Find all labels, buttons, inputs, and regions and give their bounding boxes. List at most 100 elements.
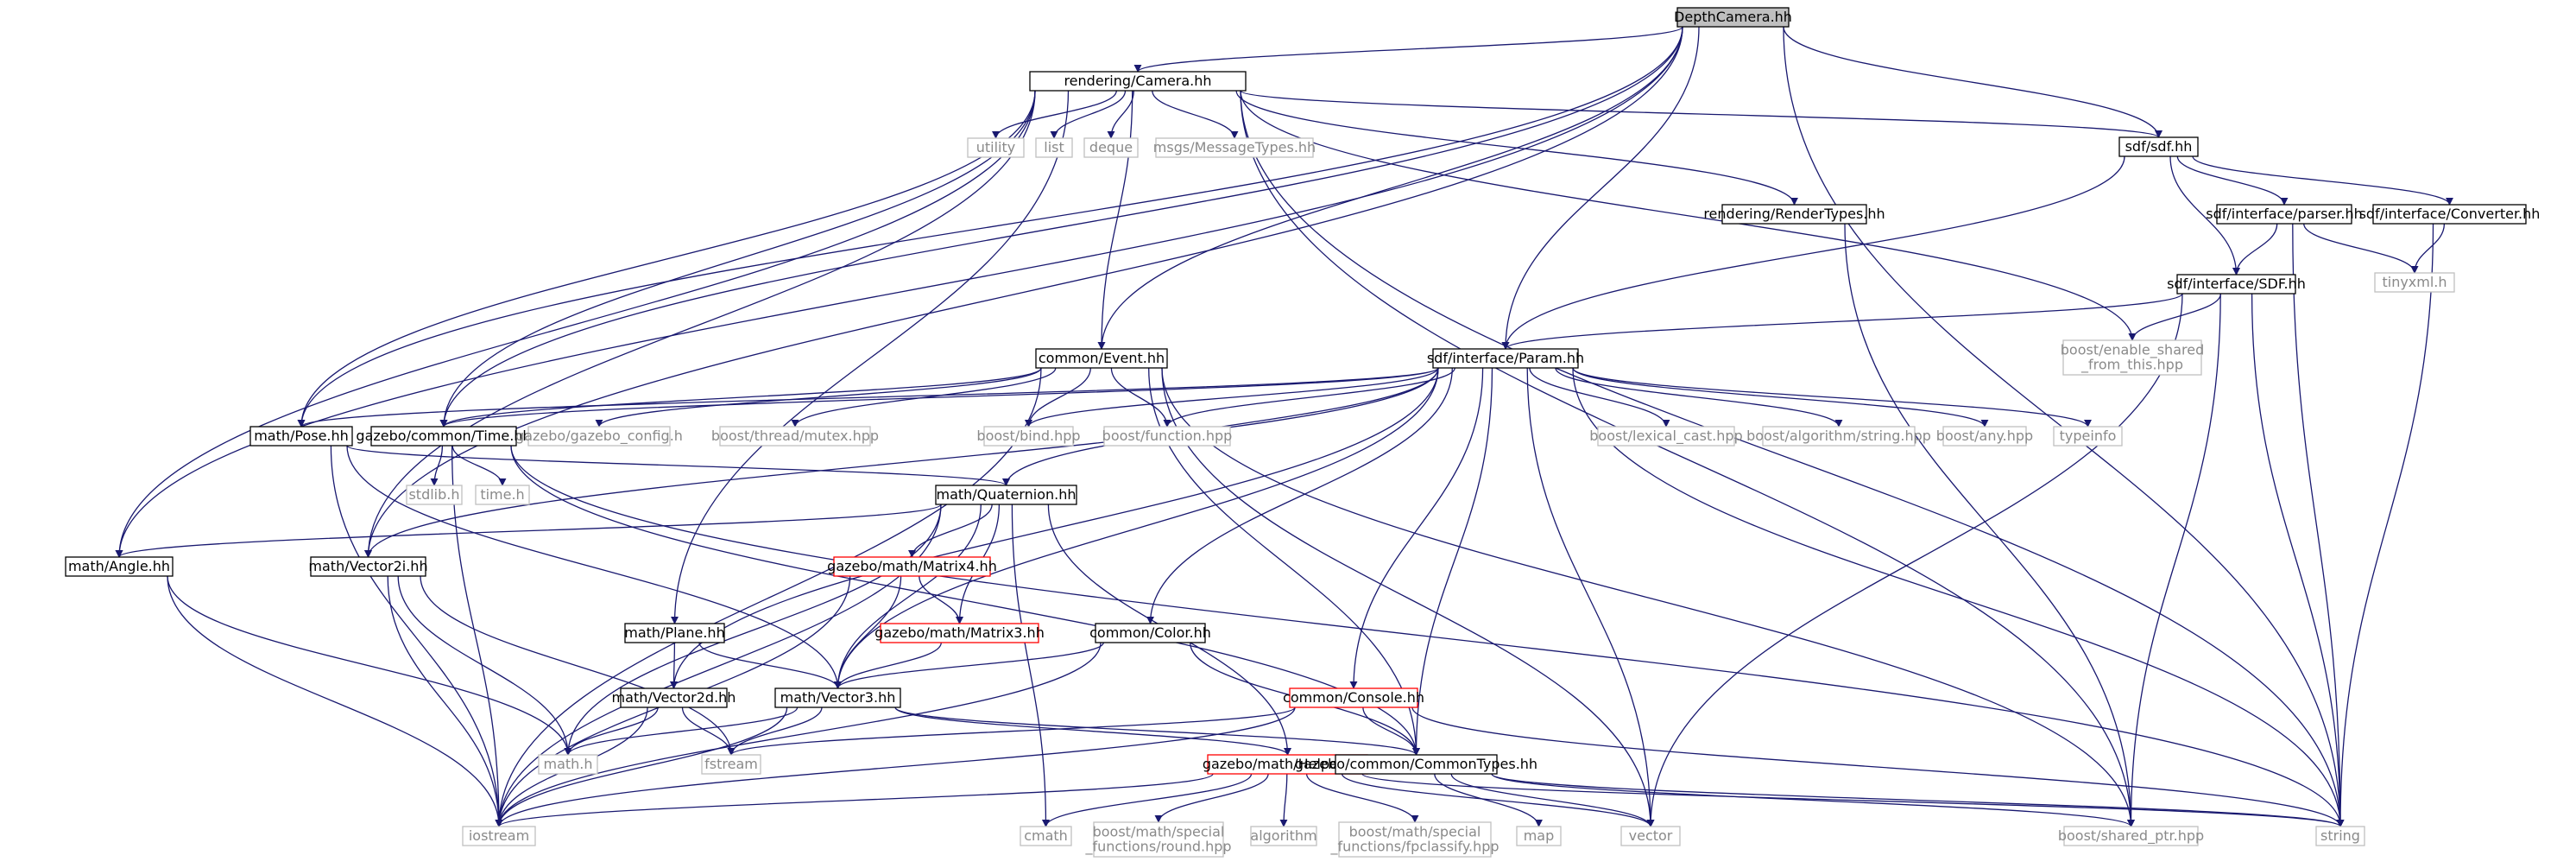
node-vec3[interactable]: math/Vector3.hh (774, 687, 901, 708)
node-pose[interactable]: math/Pose.hh (249, 426, 353, 447)
node-function-label: boost/function.hpp (1102, 428, 1233, 444)
node-msgtypes-label: msgs/MessageTypes.hh (1153, 139, 1316, 155)
node-mathh: math.h (538, 754, 598, 775)
edge-time-to-string (510, 445, 2345, 827)
node-converter[interactable]: sdf/interface/Converter.hh (2359, 204, 2541, 225)
node-vector: vector (1620, 826, 1681, 846)
node-fpclassify: boost/math/special_functions/fpclassify.… (1329, 821, 1500, 858)
edge-angle-to-mathh (167, 575, 572, 756)
node-list-label: list (1044, 139, 1064, 155)
node-root-box (1676, 7, 1790, 28)
node-bind-label: boost/bind.hpp (976, 428, 1080, 444)
edge-camera-to-event (1097, 90, 1133, 350)
node-iostream-box (462, 826, 536, 846)
edge-converter-to-tinyxml (2410, 223, 2446, 274)
node-cmath-label: cmath (1024, 827, 1068, 844)
node-timeh-box (475, 485, 530, 505)
edge-root-to-angle (115, 26, 1683, 558)
node-root[interactable]: DepthCamera.hh (1674, 7, 1792, 28)
node-time[interactable]: gazebo/common/Time.hh (356, 426, 532, 447)
node-param[interactable]: sdf/interface/Param.hh (1427, 348, 1584, 369)
node-vec2d[interactable]: math/Vector2d.hh (612, 687, 736, 708)
edge-quat-to-matrix4 (907, 504, 993, 558)
edge-camera-to-sharedptr (1240, 90, 2136, 827)
node-quat-box (935, 485, 1077, 505)
node-sdfhh[interactable]: sdf/sdf.hh (2118, 136, 2199, 157)
node-sdfSDF-box (2176, 274, 2296, 295)
node-event[interactable]: common/Event.hh (1035, 348, 1168, 369)
edge-param-to-algstring (1555, 367, 1843, 428)
edge-pose-to-quat (346, 445, 1010, 486)
node-time-box (370, 426, 517, 447)
node-any: boost/any.hpp (1936, 426, 2033, 447)
node-parser[interactable]: sdf/interface/parser.hh (2206, 204, 2363, 225)
node-vector-label: vector (1629, 827, 1673, 844)
node-tinyxml: tinyxml.h (2374, 272, 2455, 293)
node-matrix3-box (880, 623, 1039, 643)
node-commontypes[interactable]: gazebo/common/CommonTypes.hh (1295, 754, 1537, 775)
node-vec3-label: math/Vector3.hh (780, 689, 896, 706)
edge-sdfSDF-to-param (1501, 293, 2183, 350)
node-algstring-box (1762, 426, 1916, 447)
node-stdlib-label: stdlib.h (408, 486, 459, 503)
node-plane[interactable]: math/Plane.hh (624, 623, 725, 643)
node-any-box (1942, 426, 2027, 447)
node-algorithm: algorithm (1250, 826, 1317, 846)
node-matrix3-label: gazebo/math/Matrix3.hh (874, 624, 1045, 641)
node-vec2d-label: math/Vector2d.hh (612, 689, 736, 706)
edge-vec2i-to-mathh (397, 575, 572, 756)
node-camera[interactable]: rendering/Camera.hh (1029, 71, 1247, 92)
node-helpers-label: gazebo/math/Helpers.hh (1203, 756, 1373, 772)
edge-vec2i-to-iostream (387, 575, 503, 827)
node-algstring-label: boost/algorithm/string.hpp (1746, 428, 1931, 444)
edge-root-to-param (1501, 26, 1700, 350)
node-matrix3[interactable]: gazebo/math/Matrix3.hh (874, 623, 1045, 643)
node-timeh: time.h (475, 485, 530, 505)
node-color-box (1095, 623, 1206, 643)
edge-console-to-iostream (495, 706, 1296, 827)
node-stdlib: stdlib.h (406, 485, 463, 505)
node-gzconfig-label: gazebo/gazebo_config.h (515, 428, 683, 445)
node-matrix4[interactable]: gazebo/math/Matrix4.hh (827, 556, 997, 577)
edge-param-to-vector (1526, 367, 1655, 827)
edge-root-to-sdfhh (1783, 26, 2162, 138)
node-angle[interactable]: math/Angle.hh (65, 556, 174, 577)
node-list: list (1035, 137, 1073, 158)
node-deque-label: deque (1089, 139, 1133, 155)
edge-commontypes-to-vector (1450, 773, 1655, 827)
edge-matrix4-to-matrix3 (919, 575, 964, 624)
node-enableshared-label: boost/enable_shared_from_this.hpp (2061, 342, 2204, 374)
node-console[interactable]: common/Console.hh (1283, 687, 1424, 708)
edge-vec3-to-fstream (727, 706, 823, 756)
node-sdfhh-label: sdf/sdf.hh (2125, 138, 2193, 155)
node-bind: boost/bind.hpp (976, 426, 1081, 447)
node-helpers[interactable]: gazebo/math/Helpers.hh (1203, 754, 1373, 775)
node-timeh-label: time.h (480, 486, 524, 503)
node-console-label: common/Console.hh (1283, 689, 1424, 706)
node-cmath: cmath (1020, 826, 1072, 846)
node-rendertypes[interactable]: rendering/RenderTypes.hh (1703, 204, 1885, 225)
node-matrix4-label: gazebo/math/Matrix4.hh (827, 558, 997, 574)
node-tinyxml-box (2374, 272, 2455, 293)
node-rendertypes-label: rendering/RenderTypes.hh (1703, 206, 1885, 222)
node-quat[interactable]: math/Quaternion.hh (935, 485, 1077, 505)
node-string: string (2315, 826, 2365, 846)
node-time-label: gazebo/common/Time.hh (356, 428, 531, 444)
node-lexical: boost/lexical_cast.hpp (1589, 426, 1743, 447)
edge-event-to-gzconfig (595, 367, 1042, 428)
node-sharedptr-box (2063, 826, 2199, 846)
node-sdfSDF-label: sdf/interface/SDF.hh (2167, 276, 2306, 292)
edge-pose-to-iostream (330, 445, 503, 827)
node-sharedptr-label: boost/shared_ptr.hpp (2058, 827, 2204, 845)
node-color[interactable]: common/Color.hh (1089, 623, 1211, 643)
node-sdfSDF[interactable]: sdf/interface/SDF.hh (2167, 274, 2306, 295)
node-angle-box (65, 556, 174, 577)
edge-param-to-pose (297, 367, 1439, 428)
edge-layer (115, 26, 2453, 827)
node-mutex-label: boost/thread/mutex.hpp (711, 428, 879, 444)
node-param-label: sdf/interface/Param.hh (1427, 350, 1584, 366)
node-event-label: common/Event.hh (1039, 350, 1165, 366)
node-vec2i[interactable]: math/Vector2i.hh (308, 556, 428, 577)
edge-vec3-to-commontypes (894, 706, 1420, 756)
edge-matrix3-to-vec3 (833, 642, 942, 689)
